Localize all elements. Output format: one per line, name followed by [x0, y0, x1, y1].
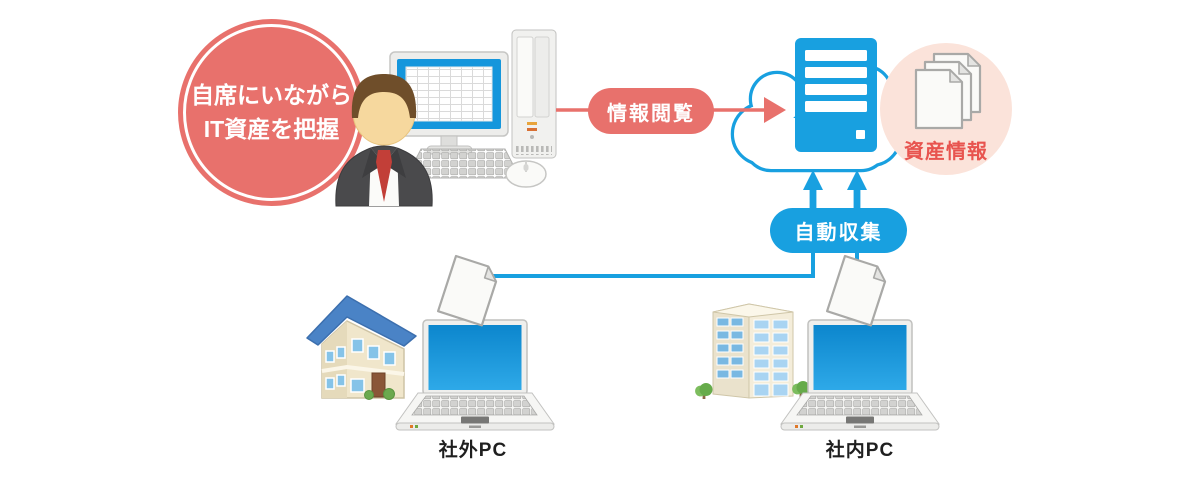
up-arrow-icon	[803, 170, 823, 209]
house-icon	[306, 295, 417, 400]
mouse	[505, 160, 547, 188]
external-pc-label: 社外PC	[438, 440, 508, 461]
server-icon	[795, 38, 877, 152]
spreadsheet-screen	[405, 66, 493, 122]
document-icon	[436, 254, 501, 327]
businessman-icon	[335, 74, 433, 207]
asset-info-label: 資産情報	[904, 141, 988, 163]
desk-asset-badge: 自席にいながら IT資産を把握	[178, 19, 365, 206]
office-building-icon	[695, 303, 810, 399]
external-laptop-icon	[395, 319, 555, 431]
desktop-pc-icon	[389, 29, 557, 188]
internal-laptop-icon	[780, 319, 940, 431]
tree-icon	[695, 383, 713, 399]
asset-info-group	[880, 43, 1012, 175]
document-icon	[825, 254, 890, 327]
internal-pc-label: 社内PC	[825, 440, 895, 461]
up-arrow-icon	[847, 170, 867, 209]
info-view-label: 情報閲覧	[588, 88, 714, 134]
auto-collect-label: 自動収集	[770, 208, 907, 253]
document-stack-icon	[914, 52, 982, 130]
